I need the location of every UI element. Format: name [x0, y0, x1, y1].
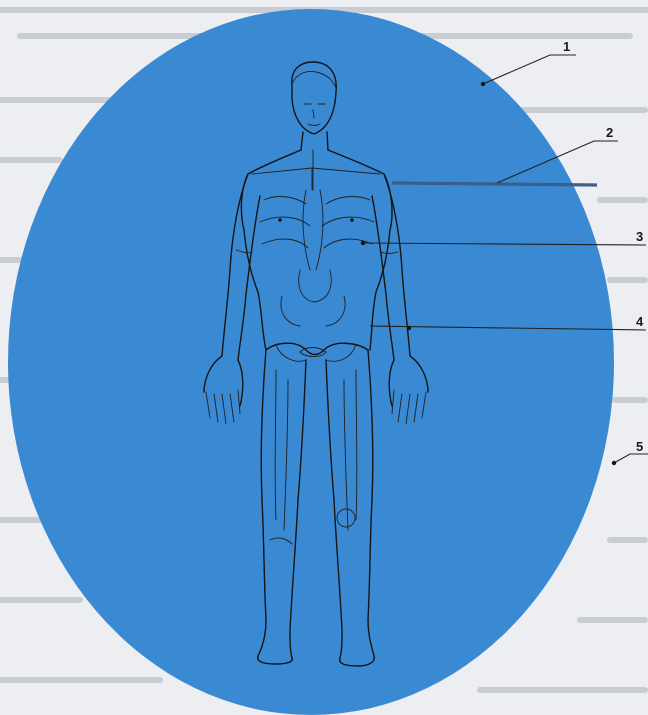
label-3: 3: [636, 229, 643, 244]
label-5: 5: [636, 439, 643, 454]
label-2: 2: [606, 125, 613, 140]
leader-line-2: [392, 183, 597, 185]
leader-line-1: [483, 55, 576, 84]
label-4: 4: [636, 314, 644, 329]
leader-line-5: [614, 454, 648, 463]
label-1: 1: [563, 39, 570, 54]
blue-oval: [8, 9, 614, 715]
